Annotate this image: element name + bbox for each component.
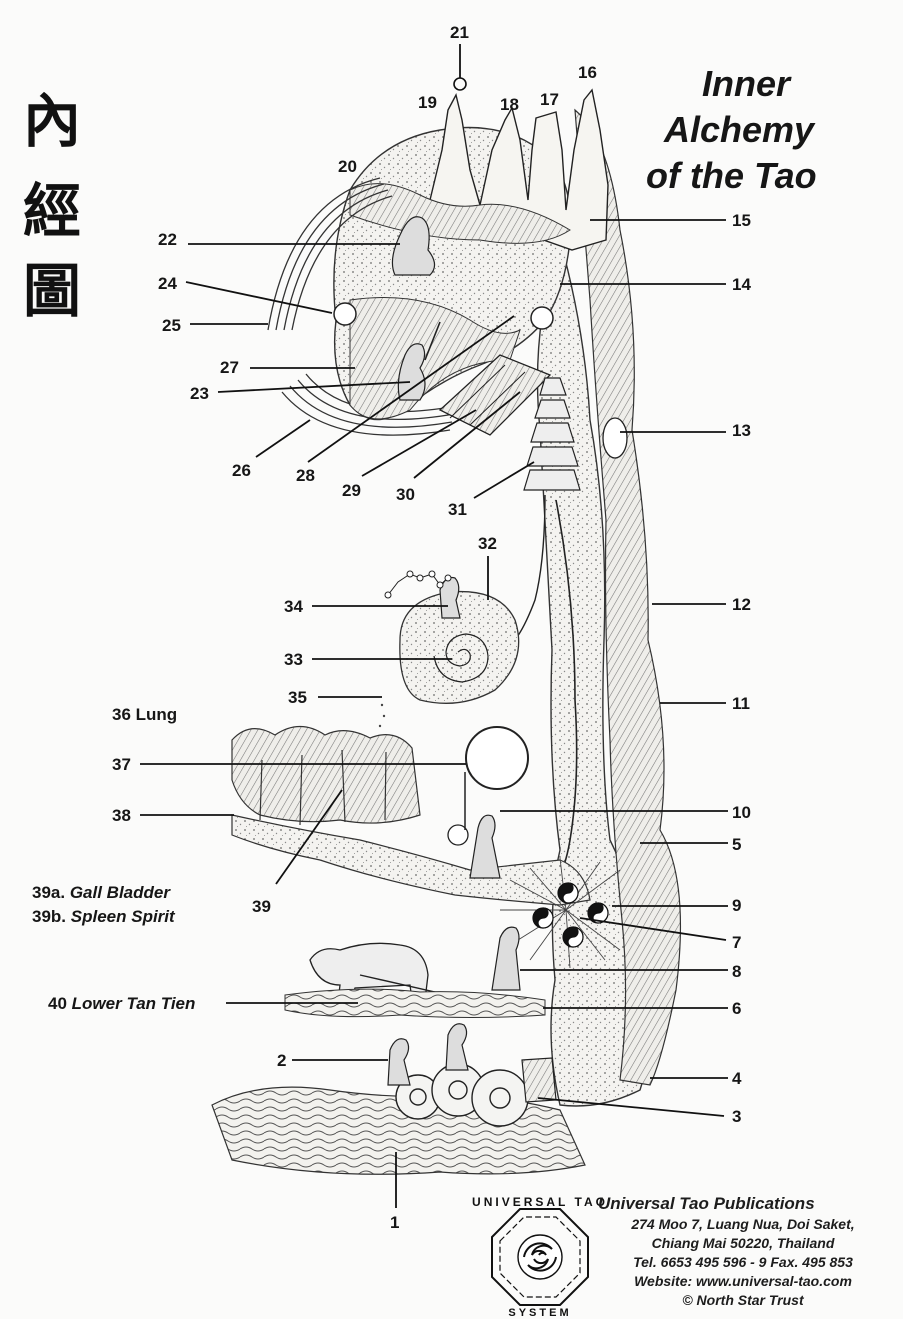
label-36-lung: 36 Lung bbox=[112, 706, 177, 723]
label-6: 6 bbox=[732, 999, 742, 1018]
publisher-block: Universal Tao Publications 274 Moo 7, Lu… bbox=[598, 1193, 888, 1310]
label-22: 22 bbox=[158, 230, 177, 249]
label-9: 9 bbox=[732, 896, 742, 915]
label-34: 34 bbox=[284, 597, 303, 616]
lung-ring bbox=[465, 726, 529, 790]
label-8: 8 bbox=[732, 962, 742, 981]
label-10: 10 bbox=[732, 803, 751, 822]
title-line-2: Alchemy bbox=[664, 109, 815, 150]
publisher-address-1: 274 Moo 7, Luang Nua, Doi Saket, bbox=[631, 1216, 855, 1232]
label-5: 5 bbox=[732, 835, 742, 854]
label-17: 17 bbox=[540, 90, 559, 109]
cjk-char-nei: 內 bbox=[22, 87, 81, 155]
label-12: 12 bbox=[732, 595, 751, 614]
oval-13 bbox=[602, 417, 628, 459]
label-39b-number: 39b. bbox=[32, 907, 67, 926]
title-line-1: Inner bbox=[702, 63, 791, 104]
publisher-copyright: © North Star Trust bbox=[682, 1292, 804, 1308]
label-38: 38 bbox=[112, 806, 131, 825]
label-40-text: Lower Tan Tien bbox=[71, 994, 196, 1013]
universal-tao-logo bbox=[491, 1208, 589, 1306]
label-40-number: 40 bbox=[48, 994, 67, 1013]
back-column bbox=[574, 108, 682, 1086]
farmer-figure bbox=[491, 926, 521, 991]
label-39a-gall-bladder: 39a. Gall Bladder bbox=[32, 884, 170, 901]
publisher-phone: Tel. 6653 495 596 - 9 Fax. 495 853 bbox=[633, 1254, 853, 1270]
label-39b-text: Spleen Spirit bbox=[70, 907, 175, 926]
label-31: 31 bbox=[448, 500, 467, 519]
label-33: 33 bbox=[284, 650, 303, 669]
label-39b-spleen-spirit: 39b. Spleen Spirit bbox=[32, 908, 175, 925]
label-21: 21 bbox=[450, 23, 469, 42]
label-15: 15 bbox=[732, 211, 751, 230]
label-4: 4 bbox=[732, 1069, 742, 1088]
bellows-box bbox=[521, 1057, 557, 1103]
logo-top-text: UNIVERSAL TAO bbox=[472, 1195, 608, 1209]
logo-bottom-text: SYSTEM bbox=[508, 1307, 571, 1319]
spinning-wheel bbox=[447, 824, 469, 846]
label-18: 18 bbox=[500, 95, 519, 114]
label-23: 23 bbox=[190, 384, 209, 403]
label-35: 35 bbox=[288, 688, 307, 707]
publisher-website: Website: www.universal-tao.com bbox=[634, 1273, 852, 1289]
eye-right bbox=[530, 306, 554, 330]
eye-left bbox=[333, 302, 357, 326]
waterwheels bbox=[395, 1063, 529, 1127]
label-40-lower-tan-tien: 40 Lower Tan Tien bbox=[48, 995, 195, 1012]
label-20: 20 bbox=[338, 157, 357, 176]
label-1: 1 bbox=[390, 1213, 400, 1232]
label-39a-text: Gall Bladder bbox=[69, 883, 170, 902]
label-24: 24 bbox=[158, 274, 177, 293]
label-26: 26 bbox=[232, 461, 251, 480]
leader-lines bbox=[140, 44, 728, 1208]
label-39a-number: 39a. bbox=[32, 883, 66, 902]
label-2: 2 bbox=[277, 1051, 287, 1070]
label-16: 16 bbox=[578, 63, 597, 82]
pagoda-tower bbox=[523, 377, 581, 491]
child-figure-2 bbox=[445, 1023, 469, 1071]
label-13: 13 bbox=[732, 421, 751, 440]
spiral-cloud bbox=[399, 590, 520, 704]
label-28: 28 bbox=[296, 466, 315, 485]
label-39: 39 bbox=[252, 897, 271, 916]
arm-figure bbox=[397, 343, 426, 401]
label-25: 25 bbox=[162, 316, 181, 335]
label-36-number: 36 bbox=[112, 705, 131, 724]
title-line-3: of the Tao bbox=[646, 155, 817, 196]
cjk-char-tu: 圖 bbox=[22, 257, 81, 325]
weaving-girl bbox=[469, 814, 501, 879]
label-30: 30 bbox=[396, 485, 415, 504]
field-ground bbox=[284, 988, 546, 1018]
label-29: 29 bbox=[342, 481, 361, 500]
ledge bbox=[231, 814, 591, 906]
label-32: 32 bbox=[478, 534, 497, 553]
label-11: 11 bbox=[732, 694, 750, 713]
label-3: 3 bbox=[732, 1107, 742, 1126]
label-19: 19 bbox=[418, 93, 437, 112]
label-37: 37 bbox=[112, 755, 131, 774]
label-14: 14 bbox=[732, 275, 751, 294]
cjk-char-jing: 經 bbox=[22, 177, 81, 245]
label-36-text: Lung bbox=[135, 705, 178, 724]
big-dipper bbox=[384, 570, 452, 599]
publisher-name: Universal Tao Publications bbox=[598, 1194, 815, 1213]
yin-yang-sun bbox=[500, 857, 621, 969]
label-7: 7 bbox=[732, 933, 742, 952]
publisher-address-2: Chiang Mai 50220, Thailand bbox=[651, 1235, 835, 1251]
label-27: 27 bbox=[220, 358, 239, 377]
child-figure-1 bbox=[387, 1038, 411, 1086]
forest bbox=[231, 725, 421, 824]
sage-figure bbox=[391, 216, 436, 276]
